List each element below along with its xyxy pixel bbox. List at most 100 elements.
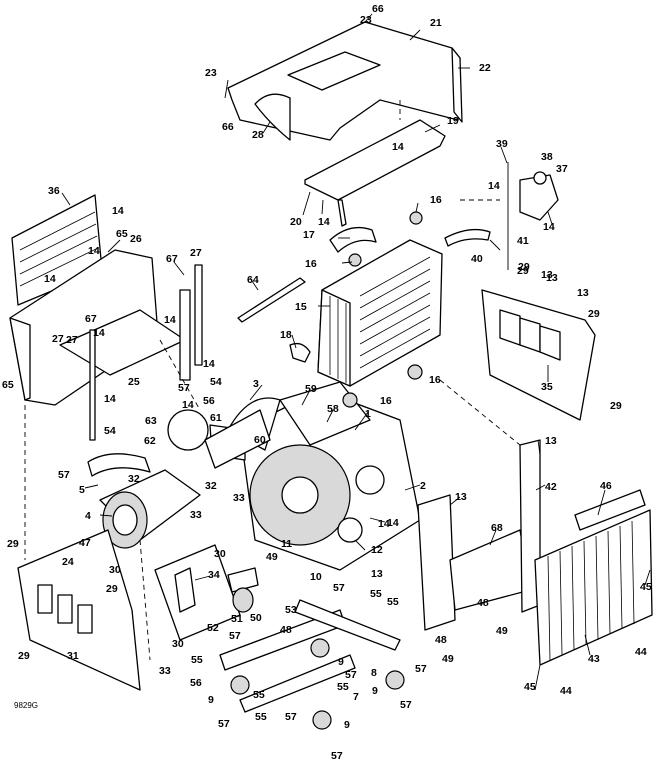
callout: 55: [191, 654, 203, 666]
callout: 33: [233, 492, 245, 504]
engine-mount-plate: [154, 544, 241, 641]
callout: 66: [222, 121, 234, 133]
callout: 14: [387, 517, 399, 529]
callout: 29: [588, 308, 600, 320]
callout: 31: [67, 650, 79, 662]
callout: 67: [166, 253, 178, 265]
callout: 17: [303, 229, 315, 241]
engine-support-rails: [219, 599, 405, 730]
coolant-reservoir: [507, 162, 559, 270]
callout: 14: [378, 518, 390, 530]
radiator: [317, 226, 443, 387]
callout: 42: [545, 481, 557, 493]
callout: 30: [109, 564, 121, 576]
callout: 39: [496, 138, 508, 150]
callout: 27: [66, 334, 78, 346]
callout: 27: [190, 247, 202, 259]
callout: 64: [247, 274, 259, 286]
engine: [227, 381, 421, 571]
muffler: [167, 409, 271, 469]
callout: 54: [104, 425, 116, 437]
callout: 13: [371, 568, 383, 580]
callout: 57: [218, 718, 230, 730]
callout: 57: [333, 582, 345, 594]
callout: 5: [79, 484, 85, 496]
callout: 26: [130, 233, 142, 245]
callout: 46: [600, 480, 612, 492]
left-lower-panel: [17, 529, 141, 691]
callout: 29: [518, 261, 530, 273]
callout: 44: [560, 685, 572, 697]
callout: 29: [7, 538, 19, 550]
callout: 57: [345, 669, 357, 681]
callout: 40: [471, 253, 483, 265]
callout: 14: [182, 399, 194, 411]
callout: 29: [106, 583, 118, 595]
callout: 23: [360, 14, 372, 26]
air-cleaner: [87, 453, 201, 549]
callout: 65: [2, 379, 14, 391]
callout: 57: [415, 663, 427, 675]
callout: 1: [365, 408, 371, 420]
callout: 11: [281, 538, 292, 550]
callout: 32: [128, 473, 140, 485]
callout: 37: [556, 163, 568, 175]
callout: 13: [541, 269, 553, 281]
callout: 4: [85, 510, 91, 522]
callout: 25: [128, 376, 140, 388]
right-side-panel: [481, 289, 596, 421]
callout: 14: [488, 180, 500, 192]
callout: 55: [387, 596, 399, 608]
callout: 27: [52, 333, 64, 345]
callout: 47: [79, 537, 91, 549]
callout: 9: [344, 719, 350, 731]
callout: 38: [541, 151, 553, 163]
callout: 44: [635, 646, 647, 658]
callout: 14: [93, 327, 105, 339]
callout: 9: [372, 685, 378, 697]
callout: 67: [85, 313, 97, 325]
callout: 35: [541, 381, 553, 393]
callout: 33: [159, 665, 171, 677]
callout: 13: [545, 435, 557, 447]
callout: 14: [104, 393, 116, 405]
callout: 52: [207, 622, 219, 634]
callout: 45: [640, 581, 652, 593]
callout: 16: [430, 194, 442, 206]
callout: 29: [517, 265, 529, 277]
figure-id: 9829G: [14, 701, 38, 710]
callout: 56: [203, 395, 215, 407]
hood-cover: [227, 21, 463, 141]
callout: 55: [255, 711, 267, 723]
callout: 7: [353, 691, 359, 703]
callout: 16: [305, 258, 317, 270]
callout: 43: [588, 653, 600, 665]
callout: 14: [44, 273, 56, 285]
callout: 18: [280, 329, 292, 341]
callout: 57: [229, 630, 241, 642]
callout: 57: [285, 711, 297, 723]
callout: 41: [517, 235, 529, 247]
callout: 16: [380, 395, 392, 407]
callout: 8: [371, 667, 377, 679]
callout: 68: [491, 522, 503, 534]
callout: 9: [338, 656, 344, 668]
callout-labels: 66 23 21 22 23 66 28 19 14 20 14 16 17 1…: [2, 3, 652, 762]
callout: 9: [208, 694, 214, 706]
callout: 61: [210, 412, 222, 424]
callout: 32: [205, 480, 217, 492]
callout: 29: [610, 400, 622, 412]
callout: 30: [172, 638, 184, 650]
callout: 20: [290, 216, 302, 228]
callout: 22: [479, 62, 491, 74]
callout: 63: [145, 415, 157, 427]
callout: 23: [205, 67, 217, 79]
callout: 14: [164, 314, 176, 326]
callout: 14: [112, 205, 124, 217]
callout: 55: [370, 588, 382, 600]
callout: 16: [429, 374, 441, 386]
callout: 36: [48, 185, 60, 197]
callout: 14: [88, 245, 100, 257]
callout: 57: [58, 469, 70, 481]
